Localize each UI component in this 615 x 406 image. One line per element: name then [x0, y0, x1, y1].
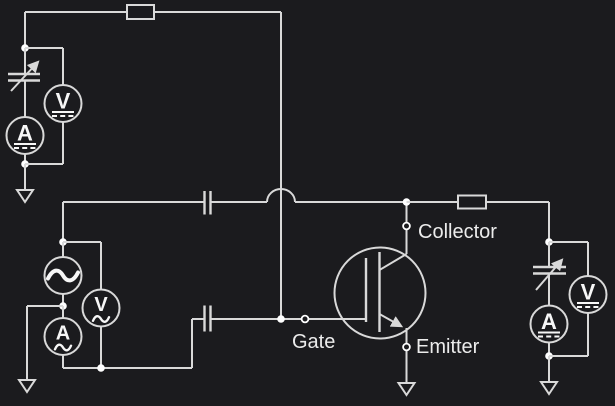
junction-dot	[277, 315, 285, 323]
ac-ammeter: A	[43, 317, 83, 356]
dc-ammeter: A	[529, 304, 569, 344]
dc-voltmeter-branch: V	[25, 47, 83, 165]
gate-rail: Gate	[210, 314, 365, 353]
right-dc-branch: A V	[406, 194, 608, 396]
resistor-icon	[457, 194, 487, 210]
emitter-lead-arrow	[379, 313, 404, 328]
ac-voltmeter: V	[81, 288, 121, 328]
wire	[191, 318, 205, 368]
dc-voltmeter: V	[43, 84, 83, 123]
gate-label: Gate	[292, 331, 335, 353]
sine-icon	[46, 268, 80, 283]
transistor-circle	[333, 246, 427, 340]
igbt-transistor-icon: Collector Emitter	[333, 198, 497, 397]
wire-hop-icon	[266, 188, 296, 203]
ac-indicator-icon	[91, 315, 111, 323]
dc-ammeter: A	[5, 116, 45, 155]
wire	[549, 241, 589, 276]
emitter-terminal-node	[402, 342, 411, 352]
ammeter-letter: A	[56, 323, 70, 345]
ac-source	[43, 256, 83, 295]
variable-arrow-icon	[10, 60, 40, 92]
middle-rail	[210, 188, 407, 203]
emitter-label: Emitter	[416, 336, 480, 358]
ground-icon	[396, 382, 417, 397]
ground-icon	[15, 189, 35, 204]
lower-coupling-capacitor	[203, 305, 212, 332]
top-rail	[25, 4, 282, 319]
bottom-left-ac-branch: A V	[17, 201, 205, 394]
junction-dot	[97, 364, 105, 372]
resistor-icon	[126, 4, 155, 20]
collector-lead	[378, 253, 408, 271]
wire	[63, 241, 102, 290]
ac-indicator-icon	[53, 343, 73, 352]
ground-icon	[17, 379, 37, 394]
gate-terminal-node	[300, 314, 310, 324]
ground-icon	[539, 381, 559, 396]
top-left-dc-branch: A V	[5, 12, 83, 204]
wire	[25, 47, 64, 85]
collector-label: Collector	[418, 221, 497, 243]
upper-coupling-capacitor	[203, 191, 212, 215]
wire	[549, 313, 589, 357]
ammeter-letter: A	[541, 309, 557, 334]
ac-voltmeter-branch: V	[63, 241, 121, 368]
voltmeter-letter: V	[56, 89, 71, 114]
ammeter-letter: A	[17, 121, 33, 146]
collector-terminal-node	[402, 221, 411, 231]
dc-voltmeter-branch: V	[549, 241, 608, 357]
wire	[26, 305, 63, 380]
voltmeter-letter: V	[94, 294, 108, 316]
wire	[62, 355, 192, 369]
dc-voltmeter: V	[568, 275, 608, 314]
voltmeter-letter: V	[581, 280, 596, 305]
wire	[25, 122, 64, 165]
wire	[486, 201, 550, 242]
